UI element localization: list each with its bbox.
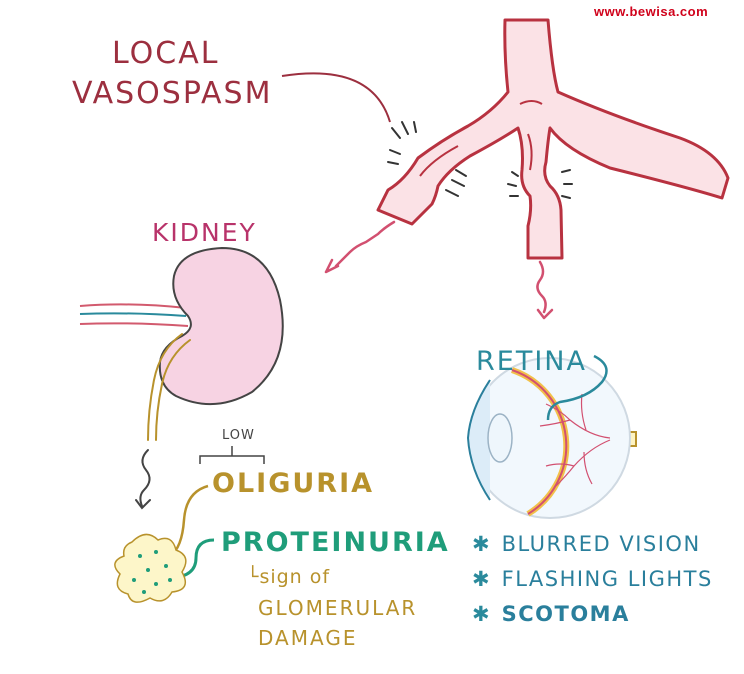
asterisk-bullet-icon: ✱	[472, 567, 490, 591]
glomerular-label: GLOMERULAR	[258, 596, 418, 620]
proteinuria-label: PROTEINURIA	[221, 527, 450, 558]
low-label: LOW	[222, 428, 255, 443]
eye-icon	[466, 357, 637, 519]
retina-label: RETINA	[476, 346, 587, 377]
oliguria-connector-line	[169, 484, 209, 558]
watermark: www.bewisa.com	[594, 4, 709, 19]
symptom-text: SCOTOMA	[501, 602, 630, 626]
retina-callout-line	[546, 354, 608, 421]
kidney-label: KIDNEY	[152, 218, 257, 247]
vasospasm-callout-line	[281, 72, 391, 123]
arrow-to-kidney-icon	[324, 220, 396, 274]
urine-splat-icon	[114, 533, 187, 603]
spasm-marks	[387, 121, 573, 199]
asterisk-bullet-icon: ✱	[472, 532, 490, 556]
urine-flow-arrow-icon	[135, 449, 151, 510]
symptom-text: BLURRED VISION	[501, 532, 701, 556]
asterisk-bullet-icon: ✱	[472, 602, 490, 626]
symptom-item: ✱ SCOTOMA	[472, 602, 630, 626]
ureter-icon	[147, 333, 191, 441]
local-vasospasm-label-line1: LOCAL	[112, 36, 220, 71]
local-vasospasm-label-line2: VASOSPASM	[72, 76, 273, 111]
kidney-icon	[79, 246, 284, 406]
low-bracket	[199, 446, 265, 464]
symptom-item: ✱ BLURRED VISION	[472, 532, 701, 556]
sign-of-label: └sign of	[247, 566, 331, 588]
symptom-item: ✱ FLASHING LIGHTS	[472, 567, 713, 591]
oliguria-label: OLIGURIA	[212, 468, 375, 499]
damage-label: DAMAGE	[258, 626, 358, 650]
symptom-text: FLASHING LIGHTS	[501, 567, 713, 591]
blood-vessel-tree	[376, 18, 730, 260]
arrow-to-eye-icon	[536, 260, 554, 320]
